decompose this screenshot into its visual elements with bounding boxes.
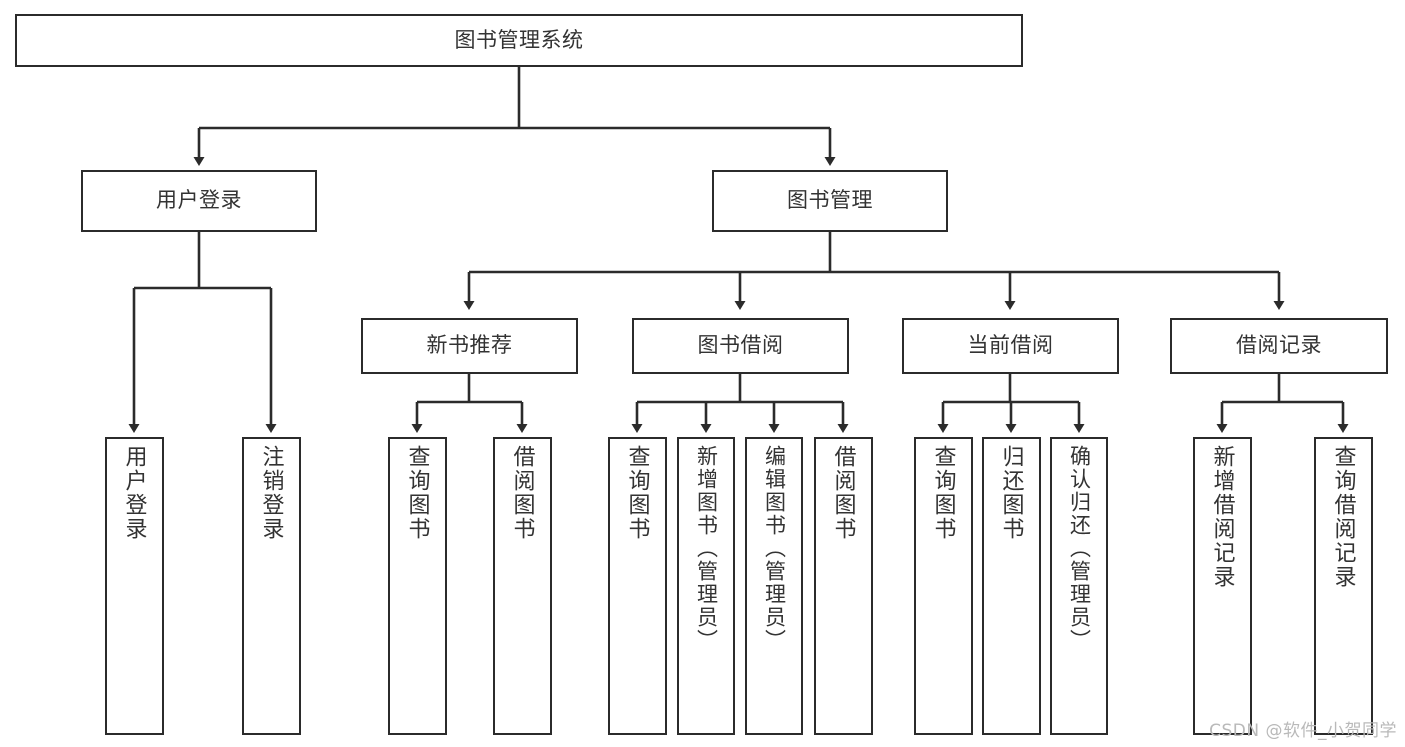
node-leaf-borrow-book-1-label: 借阅图书: [510, 445, 536, 541]
node-leaf-borrow-book-1[interactable]: 借阅图书: [493, 437, 552, 735]
node-root[interactable]: 图书管理系统: [15, 14, 1023, 67]
node-root-label: 图书管理系统: [454, 28, 584, 52]
node-user-login-label: 用户登录: [156, 189, 242, 213]
node-leaf-query-book-2[interactable]: 查询图书: [608, 437, 667, 735]
node-leaf-query-record[interactable]: 查询借阅记录: [1314, 437, 1373, 735]
node-leaf-add-record-label: 新增借阅记录: [1210, 445, 1236, 589]
node-leaf-user-login-label: 用户登录: [122, 445, 148, 541]
node-borrow-record-label: 借阅记录: [1236, 334, 1322, 358]
node-leaf-query-book-1-label: 查询图书: [405, 445, 431, 541]
node-leaf-query-record-label: 查询借阅记录: [1331, 445, 1357, 589]
node-book-manage-label: 图书管理: [787, 189, 873, 213]
node-leaf-return-book[interactable]: 归还图书: [982, 437, 1041, 735]
node-leaf-query-book-1[interactable]: 查询图书: [388, 437, 447, 735]
node-leaf-add-record[interactable]: 新增借阅记录: [1193, 437, 1252, 735]
node-leaf-edit-book-label: 编辑图书（管理员）: [762, 445, 786, 652]
node-leaf-user-login[interactable]: 用户登录: [105, 437, 164, 735]
node-leaf-borrow-book-2-label: 借阅图书: [831, 445, 857, 541]
node-leaf-confirm-return[interactable]: 确认归还（管理员）: [1050, 437, 1108, 735]
node-leaf-query-book-2-label: 查询图书: [625, 445, 651, 541]
node-leaf-logout-login[interactable]: 注销登录: [242, 437, 301, 735]
node-book-borrow[interactable]: 图书借阅: [632, 318, 849, 374]
node-book-borrow-label: 图书借阅: [697, 334, 784, 358]
node-book-manage[interactable]: 图书管理: [712, 170, 948, 232]
node-leaf-query-book-3[interactable]: 查询图书: [914, 437, 973, 735]
node-leaf-return-book-label: 归还图书: [999, 445, 1025, 541]
node-current-borrow[interactable]: 当前借阅: [902, 318, 1119, 374]
node-leaf-query-book-3-label: 查询图书: [931, 445, 957, 541]
csdn-watermark: CSDN @软件_小贺同学: [1209, 721, 1397, 741]
node-leaf-confirm-return-label: 确认归还（管理员）: [1067, 445, 1091, 652]
node-new-book-recommend-label: 新书推荐: [426, 334, 513, 358]
node-leaf-borrow-book-2[interactable]: 借阅图书: [814, 437, 873, 735]
node-leaf-logout-login-label: 注销登录: [259, 445, 285, 541]
node-user-login[interactable]: 用户登录: [81, 170, 317, 232]
node-current-borrow-label: 当前借阅: [967, 334, 1054, 358]
node-leaf-add-book[interactable]: 新增图书（管理员）: [677, 437, 735, 735]
node-new-book-recommend[interactable]: 新书推荐: [361, 318, 578, 374]
node-borrow-record[interactable]: 借阅记录: [1170, 318, 1388, 374]
node-leaf-add-book-label: 新增图书（管理员）: [694, 445, 718, 652]
node-leaf-edit-book[interactable]: 编辑图书（管理员）: [745, 437, 803, 735]
